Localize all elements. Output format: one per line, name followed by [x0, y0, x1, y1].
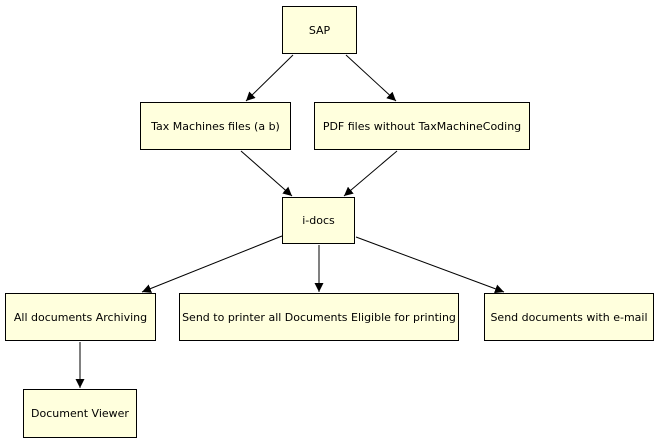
- node-i-docs: i-docs: [282, 197, 355, 244]
- node-all-documents-archiving-label: All documents Archiving: [13, 310, 148, 324]
- node-document-viewer: Document Viewer: [23, 389, 137, 438]
- edge-group: [75, 54, 505, 388]
- node-tax-machines-files: Tax Machines files (a b): [140, 102, 291, 150]
- edge-idocs-to-archiving: [141, 235, 283, 293]
- edge-pdf-files-to-idocs: [343, 150, 398, 197]
- node-sap-label: SAP: [308, 23, 331, 37]
- node-send-email-label: Send documents with e-mail: [490, 310, 648, 324]
- edge-sap-to-tax-machines: [245, 54, 294, 102]
- node-pdf-files-label: PDF files without TaxMachineCoding: [322, 119, 522, 133]
- node-pdf-files: PDF files without TaxMachineCoding: [314, 102, 530, 150]
- node-send-email: Send documents with e-mail: [484, 293, 654, 341]
- edge-idocs-to-email: [355, 236, 505, 294]
- edge-tax-machines-to-idocs: [240, 150, 293, 197]
- edge-sap-to-pdf-files: [345, 54, 397, 102]
- node-all-documents-archiving: All documents Archiving: [5, 293, 156, 341]
- node-document-viewer-label: Document Viewer: [31, 407, 129, 420]
- node-send-to-printer-label: Send to printer all Documents Eligible f…: [182, 310, 456, 324]
- node-send-to-printer: Send to printer all Documents Eligible f…: [179, 293, 459, 341]
- node-sap: SAP: [282, 6, 357, 54]
- node-tax-machines-files-label: Tax Machines files (a b): [151, 119, 280, 133]
- node-i-docs-label: i-docs: [302, 214, 335, 227]
